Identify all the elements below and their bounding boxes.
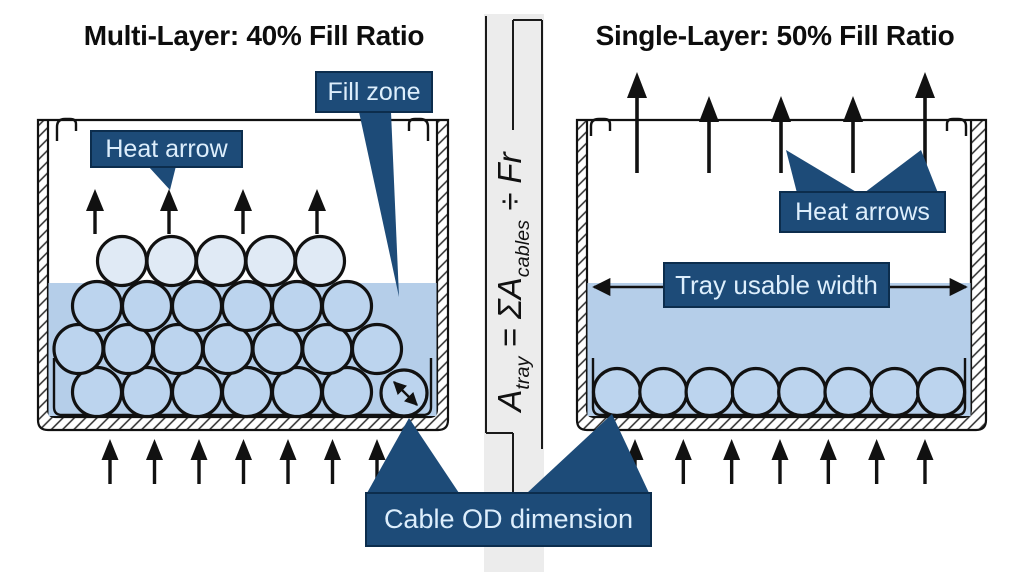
formula-text: Atray = ΣAcables ÷ Fr bbox=[491, 117, 535, 447]
airflow-arrow-icon bbox=[235, 439, 252, 484]
heat-arrows-callout-pointer bbox=[864, 150, 938, 193]
label-heat-arrows: Heat arrows bbox=[779, 191, 946, 233]
cable-circle bbox=[638, 366, 689, 418]
label-fill-zone-text: Fill zone bbox=[327, 77, 421, 106]
label-heat-arrow: Heat arrow bbox=[90, 130, 243, 168]
label-tray-usable-width: Tray usable width bbox=[663, 262, 890, 308]
cable-circle bbox=[915, 366, 967, 418]
formula-mid: = ΣA bbox=[491, 277, 529, 357]
heat-arrow-icon bbox=[627, 72, 647, 173]
airflow-arrow-icon bbox=[101, 439, 119, 484]
airflow-arrow-icon bbox=[916, 439, 934, 484]
heat-arrow-icon bbox=[234, 189, 252, 234]
formula-lhs: A bbox=[491, 389, 529, 412]
cable-circle bbox=[70, 279, 124, 333]
cable-circle bbox=[170, 279, 224, 333]
fill-zone-callout-pointer bbox=[359, 112, 399, 297]
cable-circle bbox=[194, 234, 248, 288]
label-cable-od-dimension: Cable OD dimension bbox=[365, 492, 652, 547]
cable-od-callout-pointer bbox=[367, 418, 459, 493]
formula-mid-sub: cables bbox=[511, 220, 534, 278]
cable-circle bbox=[320, 365, 374, 419]
tray-lip-hook-icon bbox=[407, 117, 430, 141]
left-title: Multi-Layer: 40% Fill Ratio bbox=[83, 20, 425, 51]
airflow-arrow-icon bbox=[868, 439, 886, 484]
airflow-arrow-icon bbox=[819, 439, 837, 484]
airflow-arrow-icon bbox=[723, 439, 741, 484]
airflow-arrow-icon bbox=[146, 439, 163, 484]
label-heat-arrows-text: Heat arrows bbox=[795, 197, 930, 226]
heat-arrow-icon bbox=[86, 189, 104, 234]
cable-od-dimension-arrow-icon bbox=[393, 381, 418, 406]
heat-arrow-callout-pointer bbox=[148, 166, 176, 190]
formula-rhs: ÷ Fr bbox=[491, 152, 529, 221]
cable-circle bbox=[350, 322, 404, 376]
cable-circle bbox=[320, 279, 374, 333]
cable-circle bbox=[120, 279, 174, 333]
cable-circle bbox=[869, 366, 920, 418]
airflow-arrow-icon bbox=[190, 439, 208, 484]
label-heat-arrow-text: Heat arrow bbox=[105, 134, 228, 163]
heat-arrow-icon bbox=[771, 96, 791, 173]
cable-circle bbox=[823, 366, 874, 418]
label-tray-usable-width-text: Tray usable width bbox=[675, 269, 878, 300]
heat-arrow-icon bbox=[699, 96, 719, 173]
tray-lip-hook-icon bbox=[945, 117, 968, 136]
cable-circle bbox=[730, 366, 782, 418]
formula-lhs-sub: tray bbox=[511, 356, 534, 390]
cable-circle bbox=[95, 234, 149, 288]
heat-arrow-icon bbox=[843, 96, 863, 173]
heat-arrow-icon bbox=[160, 189, 178, 234]
tray-lip-hook-icon bbox=[55, 117, 78, 141]
right-title: Single-Layer: 50% Fill Ratio bbox=[595, 20, 955, 51]
airflow-arrow-icon bbox=[324, 439, 341, 484]
label-cable-od-dimension-text: Cable OD dimension bbox=[383, 504, 634, 534]
tray-floor bbox=[591, 358, 967, 417]
cable-circle bbox=[220, 279, 274, 333]
cable-circle bbox=[270, 279, 324, 333]
overlays bbox=[148, 112, 968, 493]
tray-lip-hook-icon bbox=[589, 117, 612, 136]
cable-circle bbox=[244, 234, 297, 288]
cable-od-callout-pointer bbox=[527, 414, 649, 493]
label-fill-zone: Fill zone bbox=[315, 71, 433, 113]
airflow-arrow-icon bbox=[674, 439, 692, 484]
cable-circle bbox=[684, 366, 735, 418]
heat-arrows-callout-pointer bbox=[786, 150, 858, 193]
heat-arrow-icon bbox=[308, 189, 326, 234]
cable-circle bbox=[145, 234, 198, 288]
cable-circle bbox=[293, 234, 347, 288]
cable-circle bbox=[591, 366, 643, 418]
airflow-arrow-icon bbox=[279, 439, 297, 484]
airflow-arrow-icon bbox=[771, 439, 789, 484]
cable-circle bbox=[777, 366, 828, 418]
formula-strip bbox=[484, 14, 544, 572]
